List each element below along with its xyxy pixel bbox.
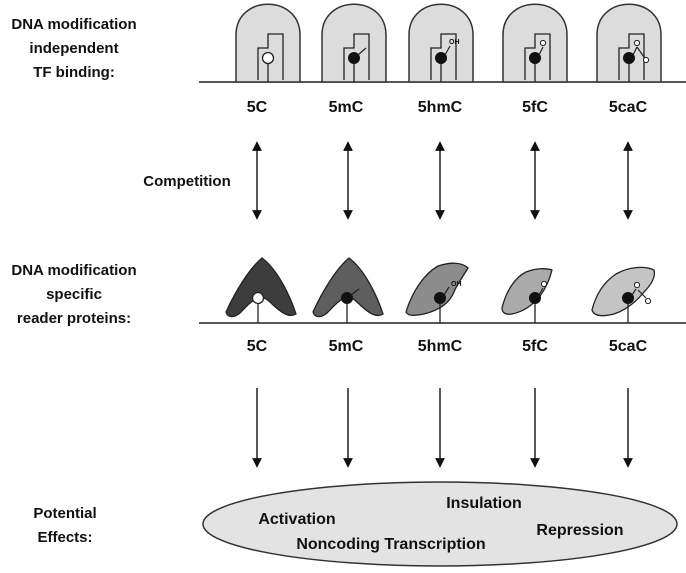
reader-5mC <box>312 257 384 323</box>
reader-5fC <box>501 268 553 323</box>
tf-binding-label-line1: DNA modification <box>11 16 136 33</box>
tf-binding-label-line2: independent <box>29 40 118 57</box>
base-top-5mC: 5mC <box>329 99 364 116</box>
effect-activation: Activation <box>258 511 335 528</box>
tf-5mC <box>321 3 387 83</box>
tf-binding-label-line3: TF binding: <box>33 64 115 81</box>
base-bottom-5hmC: 5hmC <box>418 338 463 355</box>
tf-5caC <box>596 3 662 83</box>
effects-ellipse <box>202 481 678 567</box>
hydroxyl-label-bottom: OH <box>451 281 462 288</box>
hydroxyl-label-top: OH <box>449 39 460 46</box>
base-top-5C: 5C <box>247 99 268 116</box>
competition-label: Competition <box>143 173 231 190</box>
effect-insulation: Insulation <box>446 495 522 512</box>
base-bottom-5mC: 5mC <box>329 338 364 355</box>
effects-label-line1: Potential <box>33 505 96 522</box>
reader-label-line1: DNA modification <box>11 262 136 279</box>
reader-label-line3: reader proteins: <box>17 310 131 327</box>
reader-5caC <box>591 266 656 323</box>
base-bottom-5C: 5C <box>247 338 268 355</box>
effect-noncoding-transcription: Noncoding Transcription <box>296 536 485 553</box>
effects-label-line2: Effects: <box>37 529 92 546</box>
reader-label-line2: specific <box>46 286 102 303</box>
reader-5hmC: OH <box>405 262 469 323</box>
base-bottom-5fC: 5fC <box>522 338 548 355</box>
base-top-5caC: 5caC <box>609 99 648 116</box>
base-top-5hmC: 5hmC <box>418 99 463 116</box>
tf-5fC <box>502 3 568 83</box>
base-top-5fC: 5fC <box>522 99 548 116</box>
reader-5C <box>225 257 297 323</box>
tf-5C <box>235 3 301 83</box>
base-bottom-5caC: 5caC <box>609 338 648 355</box>
tf-5hmC: OH <box>408 3 474 83</box>
effect-repression: Repression <box>536 522 623 539</box>
